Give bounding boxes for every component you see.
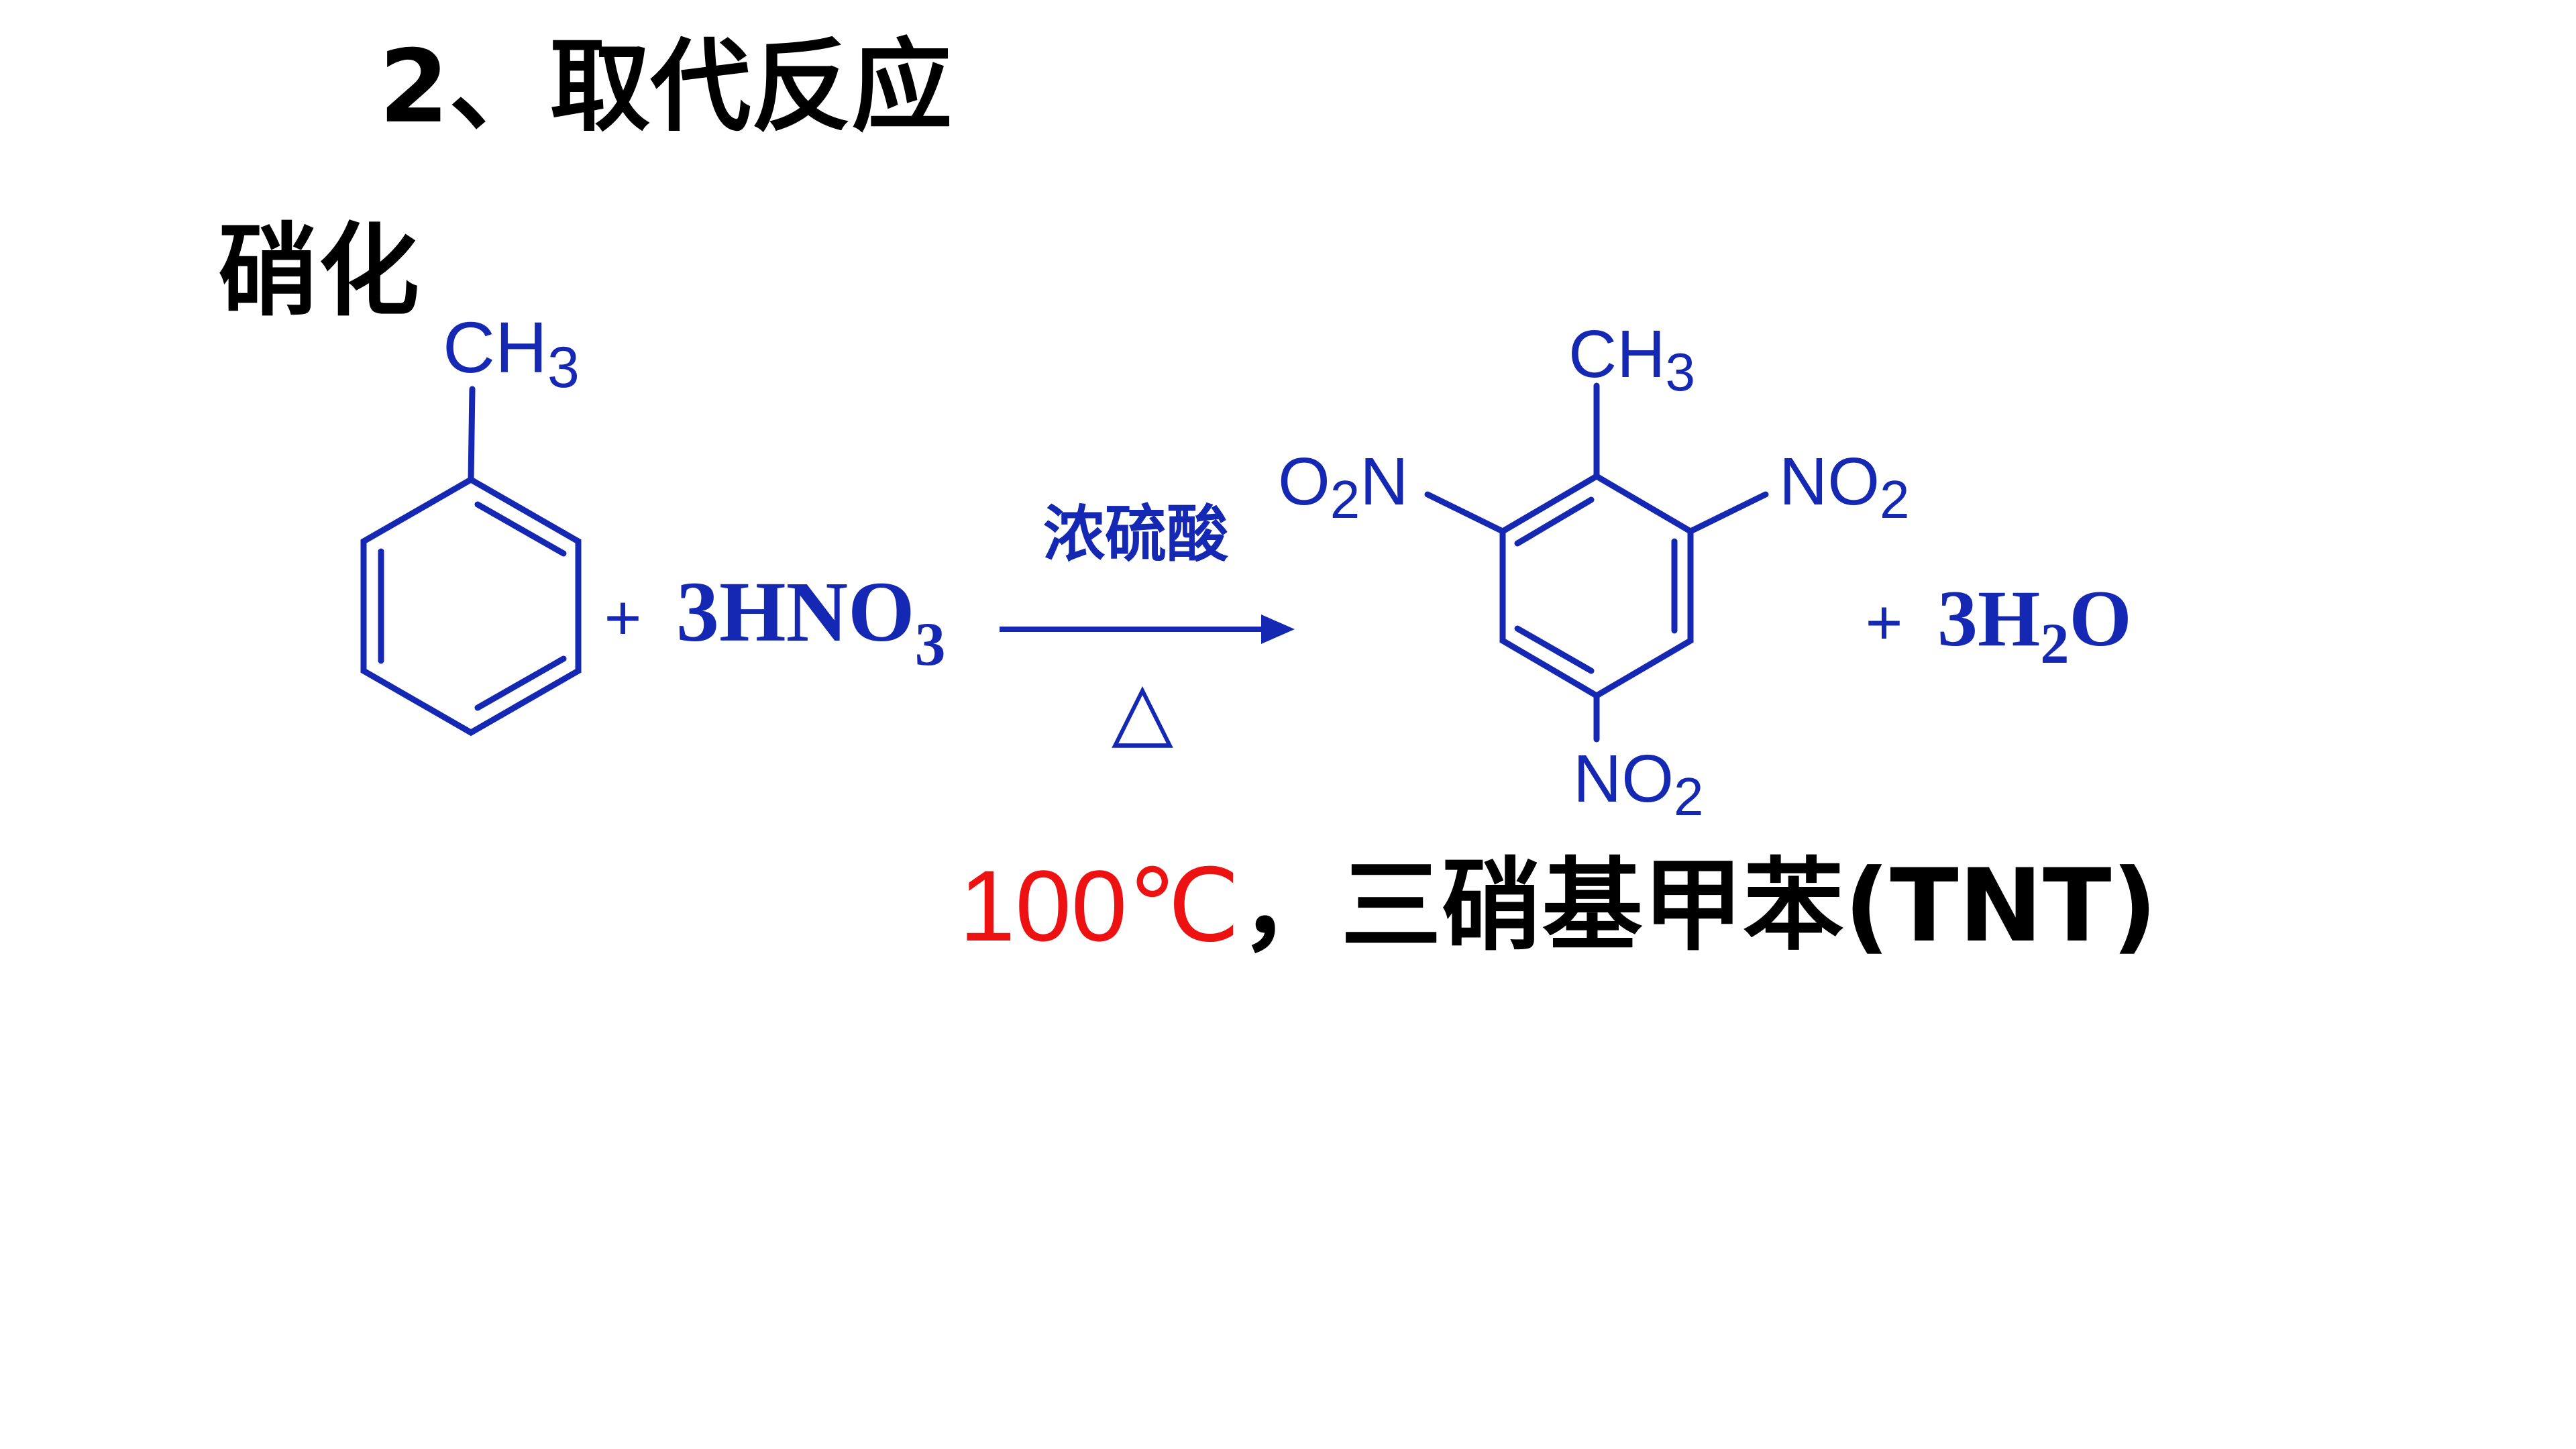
- toluene-methyl-label: CH3: [443, 307, 580, 400]
- section-heading-nitration: 硝化: [218, 213, 420, 330]
- toluene-double-bond-upper-right: [474, 501, 567, 557]
- tnt-left-nitro-label: O2N: [1278, 444, 1409, 529]
- tnt-structure: [1424, 382, 1769, 743]
- tnt-double-bond-bottom-left: [1514, 625, 1595, 674]
- water-formula: 3H2O: [1937, 574, 2132, 676]
- arrow-head: [1261, 614, 1295, 644]
- catalyst-label: 浓硫酸: [1043, 498, 1229, 570]
- toluene-structure: [360, 386, 582, 737]
- reaction-arrow: [1000, 614, 1295, 644]
- tnt-ring: [1499, 472, 1694, 700]
- reagent-nitric-acid: 3HNO3: [676, 564, 946, 678]
- tnt-double-bond-upper-left: [1514, 496, 1595, 547]
- toluene-methyl-bond: [468, 386, 476, 483]
- tnt-bottom-nitro-label: NO2: [1573, 741, 1704, 826]
- temperature-label: 100℃: [959, 849, 1240, 962]
- toluene-ring: [360, 476, 582, 737]
- slide-title: 2、取代反应: [379, 29, 953, 146]
- heat-condition-label: △: [1112, 665, 1173, 755]
- tnt-right-nitro-label: NO2: [1779, 444, 1910, 529]
- water-plus-sign: +: [1865, 586, 1903, 660]
- tnt-methyl-label: CH3: [1568, 317, 1695, 402]
- tnt-left-nitro-bond: [1424, 491, 1506, 535]
- reagent-plus-sign: +: [604, 581, 642, 655]
- product-caption: 100℃，三硝基甲苯(TNT): [959, 845, 2157, 967]
- tnt-right-nitro-bond: [1687, 491, 1769, 535]
- product-name-label: ，三硝基甲苯(TNT): [1240, 848, 2158, 965]
- toluene-double-bond-lower-right: [474, 655, 567, 711]
